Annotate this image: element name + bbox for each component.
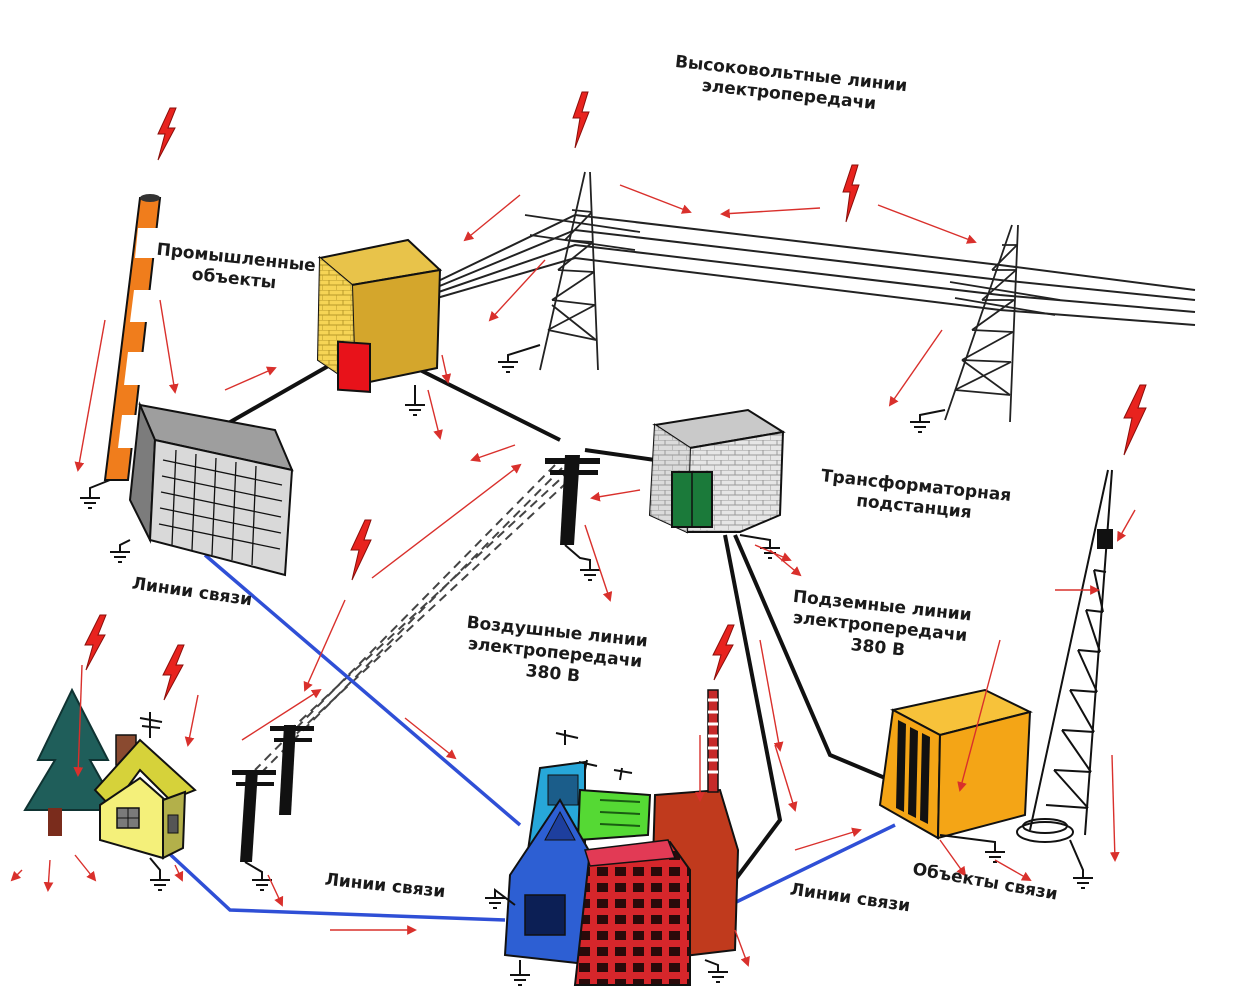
high-voltage-wires (429, 213, 1196, 326)
overhead-lines (254, 464, 579, 773)
communication-tower (1016, 469, 1113, 843)
city-buildings (503, 689, 740, 986)
lightning-bolts (84, 91, 1147, 701)
transmission-tower-2 (944, 224, 1061, 423)
communication-lines (158, 553, 896, 922)
transformer-substation (648, 408, 786, 534)
communication-equipment-box (878, 688, 1033, 840)
factory-chimney (103, 194, 162, 481)
utility-pole-left-1 (232, 770, 276, 862)
tree (23, 687, 120, 836)
interference-arrows (10, 184, 1136, 967)
house (93, 712, 197, 860)
ground-symbols (80, 344, 1093, 986)
industrial-building (128, 401, 294, 577)
utility-pole-main (545, 455, 600, 545)
industrial-substation (316, 238, 443, 393)
transmission-tower-1 (524, 171, 641, 371)
utility-pole-left-2 (270, 725, 314, 815)
